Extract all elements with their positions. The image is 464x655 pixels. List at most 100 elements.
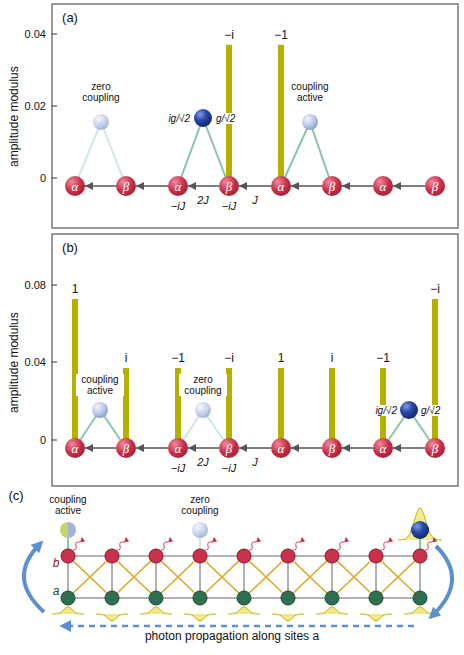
figure-label: (b)	[61, 241, 79, 255]
photon-packet	[398, 508, 442, 540]
lattice-site: β	[425, 176, 445, 196]
emission-arrow	[249, 538, 258, 550]
hopping-arrow	[188, 185, 219, 187]
site-b	[325, 549, 339, 563]
illustration-parts	[24, 34, 452, 626]
cross-coupling	[112, 556, 156, 598]
site-b	[237, 549, 251, 563]
figure-label: photon propagation along sites a	[144, 630, 320, 643]
site-label: β	[226, 442, 232, 455]
figure-label: 0.08	[24, 279, 47, 291]
figure-label: coupling active	[44, 494, 92, 516]
hopping-arrow	[393, 185, 425, 187]
site-a	[237, 591, 251, 605]
figure-label: coupling active	[286, 81, 334, 103]
site-label: β	[432, 442, 438, 455]
site-b	[413, 549, 427, 563]
site-b	[281, 549, 295, 563]
lattice-site: α	[373, 438, 393, 458]
cross-coupling	[156, 556, 200, 598]
wave-packet	[52, 607, 84, 614]
site-a	[105, 591, 119, 605]
emission-arrow	[161, 538, 170, 550]
cross-coupling	[200, 556, 244, 598]
figure-label: 0.02	[24, 100, 47, 112]
atom	[194, 109, 212, 127]
cross-coupling	[112, 556, 156, 598]
wave-packet	[404, 607, 436, 614]
cross-coupling	[68, 556, 112, 598]
circulation-arrow	[432, 546, 452, 616]
wave-packet	[184, 614, 216, 621]
lattice-site: β	[116, 176, 136, 196]
figure-label: 0	[39, 172, 47, 184]
site-label: β	[123, 180, 129, 193]
cross-coupling	[156, 556, 200, 598]
emission-arrow	[293, 538, 302, 550]
atom	[92, 402, 108, 418]
figure-label: 1	[277, 352, 286, 365]
lattice-site: β	[219, 176, 239, 196]
hopping-arrow	[188, 447, 219, 449]
figure-label: 0.04	[24, 356, 47, 368]
figure-label: amplitude modulus	[7, 65, 20, 168]
figure-label: 2J	[196, 456, 210, 468]
hopping-arrow	[136, 447, 168, 449]
figure-label: −i	[429, 283, 441, 296]
amplitude-bar	[226, 45, 232, 178]
figure-label: −i	[223, 352, 235, 365]
figure-label: −1	[273, 29, 289, 42]
figure-label: zero coupling	[176, 494, 224, 516]
site-label: α	[380, 180, 387, 193]
site-label: α	[72, 180, 79, 193]
figure-label: 1	[71, 283, 80, 296]
lattice-site: α	[168, 176, 188, 196]
figure-label: i	[124, 352, 129, 365]
lattice-site: β	[116, 438, 136, 458]
site-b	[369, 549, 383, 563]
wave-packet	[316, 607, 348, 614]
site-b	[105, 549, 119, 563]
site-label: α	[175, 180, 182, 193]
figure-label: (c)	[7, 489, 24, 503]
site-a	[281, 591, 295, 605]
wave-packet	[140, 607, 172, 614]
cross-coupling	[288, 556, 332, 598]
site-label: α	[278, 442, 285, 455]
figure-label: −iJ	[170, 200, 186, 212]
figure-label: g/√2	[215, 113, 236, 124]
cross-coupling	[332, 556, 376, 598]
cross-coupling	[288, 556, 332, 598]
figure-label: i	[330, 352, 335, 365]
site-a	[149, 591, 163, 605]
amplitude-bar	[329, 368, 335, 440]
site-a	[369, 591, 383, 605]
axis-tick	[52, 285, 57, 286]
figure-label: g/√2	[420, 405, 441, 416]
amplitude-bar	[278, 368, 284, 440]
site-b	[61, 549, 75, 563]
emission-arrow	[117, 538, 126, 550]
figure-label: −iJ	[170, 462, 186, 474]
figure-label: J	[251, 456, 259, 468]
emission-arrow	[381, 538, 390, 550]
site-label: α	[72, 442, 79, 455]
cross-coupling	[68, 556, 112, 598]
cross-coupling	[332, 556, 376, 598]
circulation-arrow	[24, 544, 44, 612]
lattice-site: β	[322, 176, 342, 196]
hopping-arrow	[136, 185, 168, 187]
axis-tick	[52, 34, 57, 35]
site-a	[61, 591, 75, 605]
wave-packet	[272, 614, 304, 621]
amplitude-bar	[278, 45, 284, 178]
axis-tick	[52, 440, 57, 441]
atom	[93, 114, 109, 130]
wave-packet	[360, 614, 392, 621]
figure-label: 2J	[196, 194, 210, 206]
amplitude-bar	[72, 299, 78, 440]
atom	[411, 521, 429, 539]
figure-label: zero coupling	[179, 374, 227, 396]
site-label: α	[175, 442, 182, 455]
